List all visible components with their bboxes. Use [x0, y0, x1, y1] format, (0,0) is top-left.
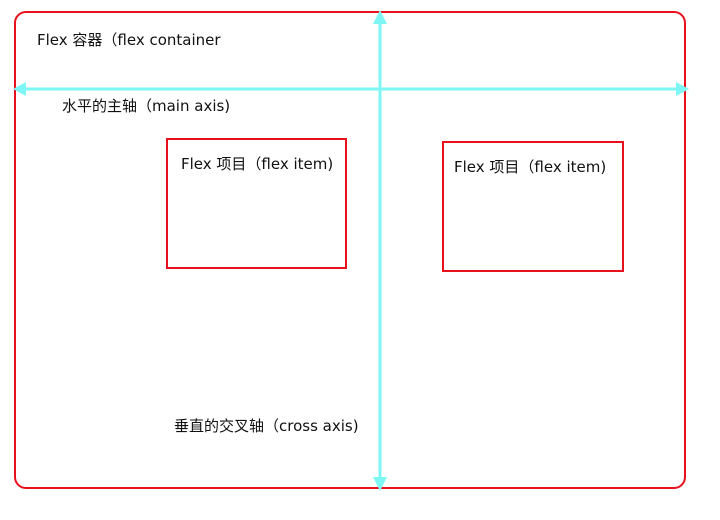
flex-item-label-left: Flex 项目（flex item): [181, 155, 334, 173]
flex-container-box: [14, 11, 686, 489]
flex-item-box-left: [166, 138, 347, 269]
cross-axis-label: 垂直的交叉轴（cross axis): [174, 417, 359, 435]
flex-container-label: Flex 容器（flex container: [37, 31, 221, 49]
flex-item-box-right: [442, 141, 624, 272]
flex-item-label-right: Flex 项目（flex item): [454, 158, 607, 176]
main-axis-label: 水平的主轴（main axis): [62, 97, 231, 115]
